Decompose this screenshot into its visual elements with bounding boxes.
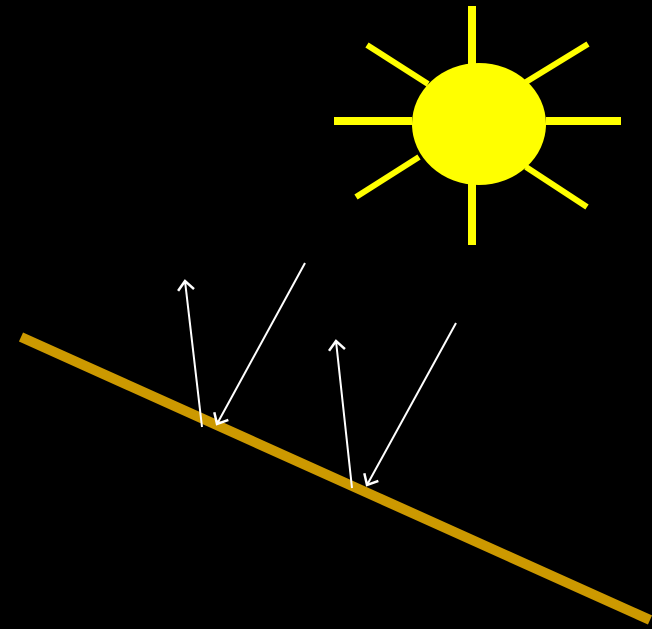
sun-ray-lower-right: [524, 164, 589, 210]
reflected-ray-right: [328, 339, 353, 489]
sun-ray-upper-right: [524, 41, 590, 85]
sun-icon: [334, 6, 621, 245]
reflected-ray-left: [177, 279, 203, 428]
sun-disc: [412, 63, 546, 185]
incoming-ray-left: [213, 262, 306, 426]
sun-ray-upper-left: [365, 42, 430, 87]
sloped-surface: [18, 332, 652, 625]
sun-ray-lower-left: [354, 154, 421, 200]
incoming-ray-right: [363, 322, 457, 487]
